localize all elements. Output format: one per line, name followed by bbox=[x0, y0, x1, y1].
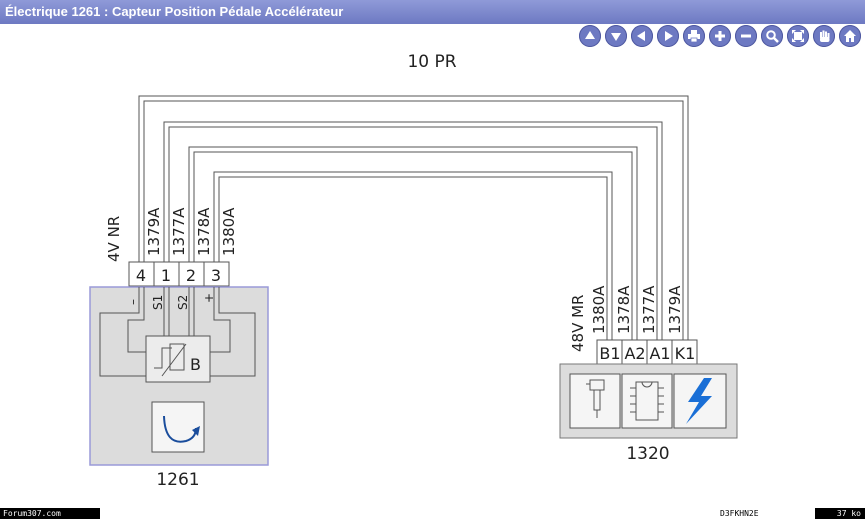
pin-label: 2 bbox=[186, 266, 196, 285]
hall-sensor-symbol bbox=[154, 347, 172, 369]
scroll-down-button[interactable] bbox=[605, 25, 627, 47]
right-wire-label: 1378A bbox=[615, 285, 633, 334]
component-id: 1320 bbox=[626, 444, 669, 464]
magnifier-button[interactable] bbox=[761, 25, 783, 47]
pedal-icon bbox=[163, 415, 197, 443]
footer-size: 37 ko bbox=[815, 508, 865, 519]
pin-label: K1 bbox=[675, 344, 696, 363]
arrow-up-icon bbox=[585, 31, 595, 39]
scroll-right-button[interactable] bbox=[657, 25, 679, 47]
scroll-up-button[interactable] bbox=[579, 25, 601, 47]
footer-code: D3FKHN2E bbox=[720, 509, 759, 518]
pin-label: 4 bbox=[136, 266, 146, 285]
home-icon bbox=[844, 30, 856, 42]
right-wire-label: 1377A bbox=[640, 285, 658, 334]
left-wire-label: 1378A bbox=[195, 207, 213, 256]
pin-label: 3 bbox=[211, 266, 221, 285]
scroll-left-button[interactable] bbox=[631, 25, 653, 47]
left-wire-label: 1380A bbox=[220, 207, 238, 256]
fit-screen-button[interactable] bbox=[787, 25, 809, 47]
lightning-icon bbox=[686, 378, 712, 424]
pin-label: A2 bbox=[624, 344, 645, 363]
print-icon bbox=[688, 30, 700, 43]
fit-screen-icon bbox=[792, 30, 804, 42]
right-connector-pins: B1 A2 A1 K1 bbox=[596, 339, 698, 365]
right-wire-label: 1380A bbox=[590, 285, 608, 334]
right-wire-label: 1379A bbox=[666, 285, 684, 334]
left-connector-pins: 4 1 2 3 bbox=[128, 261, 230, 287]
right-connector-spec: 48V MR bbox=[569, 295, 587, 352]
variable-arrow-icon bbox=[161, 343, 187, 377]
pin-function: S1 bbox=[151, 295, 165, 310]
arrow-left-icon bbox=[637, 31, 645, 41]
sensor-letter: B bbox=[190, 355, 201, 374]
component-id: 1261 bbox=[156, 470, 199, 490]
zoom-out-icon bbox=[741, 34, 751, 38]
pin-label: 1 bbox=[161, 266, 171, 285]
sensor-1261: – S1 S2 + B 1261 bbox=[89, 286, 269, 490]
wiring-diagram: 10 PR 4V NR 1379A 1377A 1378A 1380A 4 1 … bbox=[89, 52, 738, 490]
pan-button[interactable] bbox=[813, 25, 835, 47]
left-connector-spec: 4V NR bbox=[105, 216, 123, 262]
window-title: Électrique 1261 : Capteur Position Pédal… bbox=[5, 4, 344, 19]
chip-icon bbox=[630, 381, 664, 421]
pin-function: + bbox=[202, 293, 216, 303]
harness-label: 10 PR bbox=[407, 52, 456, 72]
zoom-out-button[interactable] bbox=[735, 25, 757, 47]
magnifier-icon bbox=[766, 30, 779, 43]
pin-label: B1 bbox=[599, 344, 620, 363]
zoom-in-icon bbox=[715, 31, 725, 41]
pin-function: – bbox=[126, 299, 140, 305]
window-titlebar: Électrique 1261 : Capteur Position Pédal… bbox=[0, 0, 865, 24]
pin-label: A1 bbox=[649, 344, 670, 363]
left-wire-label: 1377A bbox=[170, 207, 188, 256]
print-button[interactable] bbox=[683, 25, 705, 47]
arrow-down-icon bbox=[611, 33, 621, 41]
arrow-right-icon bbox=[665, 31, 673, 41]
ecu-1320: 1320 bbox=[559, 363, 738, 464]
toolbar bbox=[579, 25, 861, 47]
pin-function: S2 bbox=[176, 295, 190, 310]
injector-icon bbox=[586, 379, 605, 418]
hand-pan-icon bbox=[820, 30, 830, 42]
left-wire-label: 1379A bbox=[145, 207, 163, 256]
footer-site: Forum307.com bbox=[0, 508, 100, 519]
wire-harness bbox=[138, 95, 689, 340]
zoom-in-button[interactable] bbox=[709, 25, 731, 47]
home-button[interactable] bbox=[839, 25, 861, 47]
